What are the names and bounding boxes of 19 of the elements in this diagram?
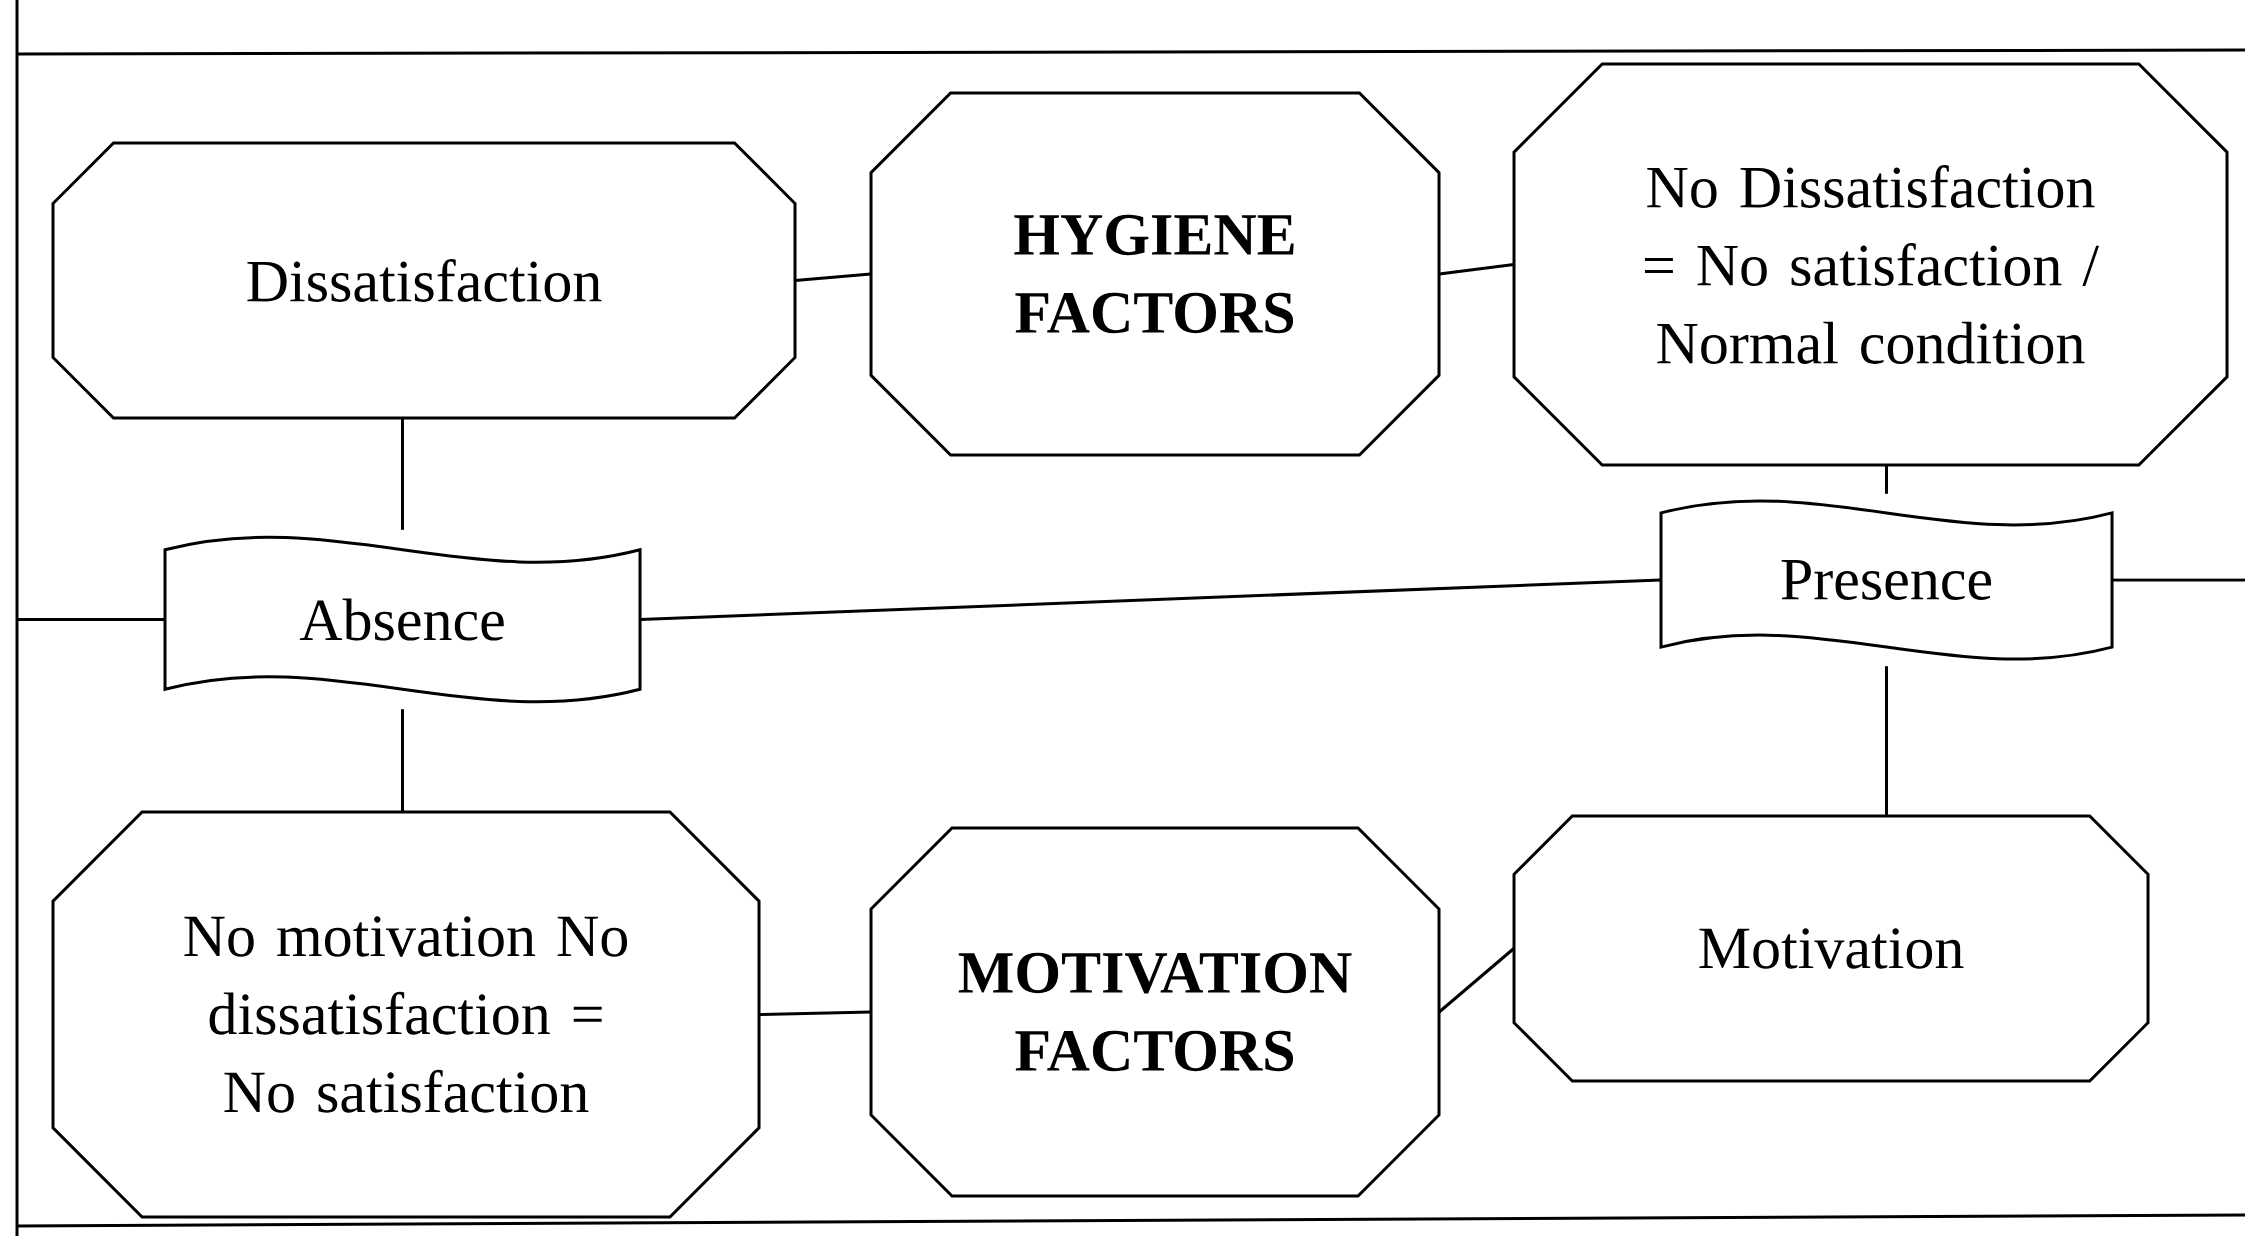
- connector-line: [640, 578, 1661, 621]
- connector-line: [1885, 465, 1888, 494]
- connector-line: [1885, 666, 1888, 816]
- connector-line: [2112, 578, 2245, 582]
- octagon-box: MOTIVATION FACTORS: [869, 826, 1441, 1198]
- octagon-box: Motivation: [1512, 814, 2150, 1083]
- connector-line: [401, 709, 404, 812]
- octagon-box: Dissatisfaction: [51, 141, 797, 420]
- octagon-box: HYGIENE FACTORS: [869, 91, 1441, 457]
- connector-line: [401, 418, 404, 530]
- octagon-box: No Dissatisfaction = No satisfaction / Normal condition: [1512, 62, 2229, 467]
- connector-line: [1439, 263, 1514, 276]
- connector-line: [17, 618, 165, 621]
- banner-box: Absence: [163, 536, 642, 703]
- banner-box: Presence: [1659, 499, 2114, 661]
- connector-line: [759, 1010, 871, 1016]
- connector-line: [795, 272, 871, 282]
- octagon-box: No motivation No dissatisfaction = No satisfaction: [51, 810, 761, 1219]
- connector-line: [1438, 947, 1515, 1014]
